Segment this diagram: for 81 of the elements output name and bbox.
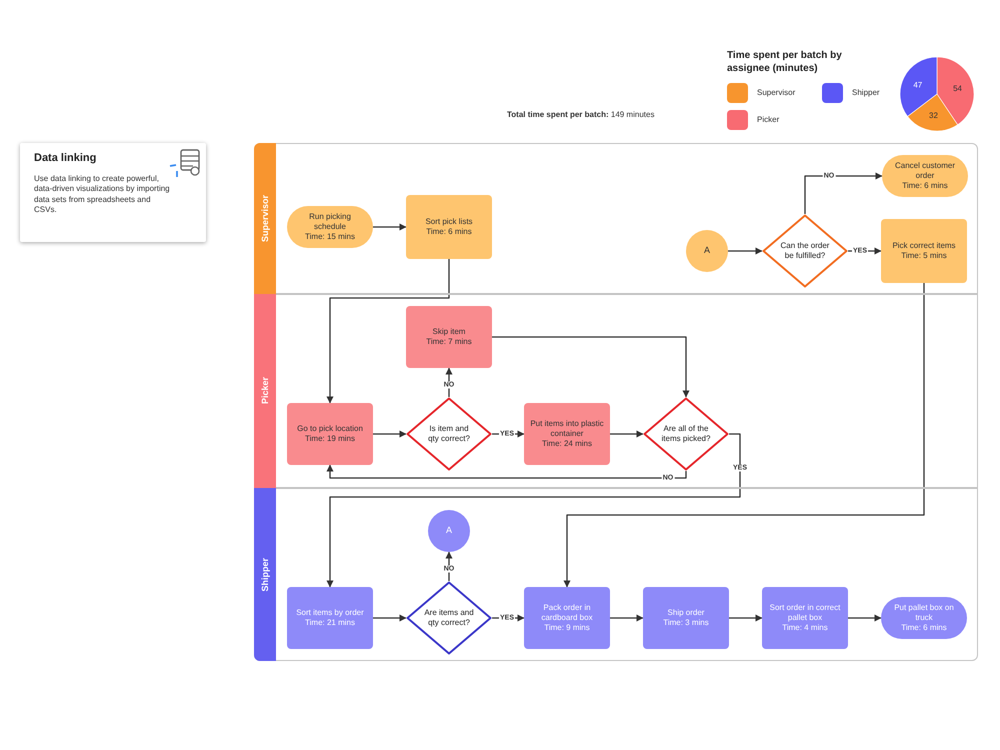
legend-label: Shipper	[852, 88, 880, 97]
arrow	[729, 614, 762, 622]
step-label: Skip item	[432, 327, 466, 337]
process-box	[406, 306, 492, 368]
duration-label: Time: 24 mins	[542, 439, 592, 449]
step-label: Pick correct items	[892, 241, 956, 251]
duration-label: Time: 15 mins	[305, 232, 355, 242]
decision-label: Is item and qty correct?	[427, 424, 471, 444]
arrow	[492, 336, 690, 398]
arrow	[446, 552, 452, 581]
process-box	[643, 587, 729, 649]
step-label: Put items into plastic container	[529, 419, 605, 439]
connector-circle	[686, 230, 728, 272]
swimlane	[254, 294, 978, 488]
connector-label: A	[704, 245, 710, 257]
arrow	[373, 614, 406, 622]
duration-label: Time: 6 mins	[901, 623, 947, 633]
step-label: Ship order	[668, 608, 704, 618]
decision-label: Are items and qty correct?	[424, 608, 474, 628]
step-label: Sort order in correct pallet box	[768, 603, 842, 623]
step-label: Pack order in cardboard box	[540, 603, 594, 623]
summary-text: Total time spent per batch: 149 minutes	[507, 110, 654, 119]
note-text: Use data linking to create powerful, data-driven visualizations by importing data sets from spreadsheets and CSVs.	[34, 174, 171, 216]
decision-label: Are all of the items picked?	[661, 424, 711, 444]
lane-header: Shipper	[254, 488, 276, 661]
duration-label: Time: 21 mins	[305, 618, 355, 628]
terminator-box	[287, 206, 373, 248]
lane-header: Picker	[254, 294, 276, 488]
note-heading: Data linking	[34, 152, 96, 164]
process-box	[524, 587, 610, 649]
process-box	[287, 403, 373, 465]
process-box	[524, 403, 610, 465]
arrow	[610, 614, 644, 622]
step-label: Cancel customer order	[894, 161, 956, 181]
arrow	[804, 172, 882, 214]
duration-label: Time: 3 mins	[663, 618, 709, 628]
step-label: Put pallet box on truck	[893, 603, 955, 623]
duration-label: Time: 5 mins	[901, 251, 947, 261]
process-box	[762, 587, 848, 649]
step-label: Run picking schedule	[308, 212, 352, 232]
arrow	[326, 433, 741, 588]
duration-label: Time: 7 mins	[426, 337, 472, 347]
arrow	[610, 430, 644, 438]
legend-label: Picker	[757, 115, 780, 124]
swimlane	[254, 143, 978, 294]
connector-circle	[428, 510, 470, 552]
arrow	[373, 224, 406, 230]
duration-label: Time: 6 mins	[902, 181, 948, 191]
arrow	[326, 464, 687, 479]
lane-header: Supervisor	[254, 143, 276, 294]
swimlane	[254, 488, 978, 661]
note-card	[20, 143, 206, 242]
slice-value-label: 54	[953, 84, 962, 93]
decision-diamond	[643, 397, 729, 471]
arrow	[848, 614, 882, 622]
process-box	[287, 587, 373, 649]
legend-label: Supervisor	[757, 88, 796, 97]
arrow	[728, 248, 762, 254]
slice-value-label: 32	[929, 111, 938, 120]
decision-diamond	[406, 397, 492, 471]
process-box	[406, 195, 492, 259]
decision-diamond	[406, 581, 492, 655]
step-label: Sort pick lists	[425, 217, 473, 227]
chart-title: Time spent per batch by assignee (minutes)	[727, 50, 843, 75]
decision-label: Can the order be fulfilled?	[780, 241, 830, 261]
process-box	[881, 219, 967, 283]
connector-label: A	[446, 525, 452, 537]
decision-diamond	[762, 214, 848, 288]
arrow	[326, 259, 450, 404]
duration-label: Time: 6 mins	[426, 227, 472, 237]
arrow	[373, 430, 406, 438]
duration-label: Time: 4 mins	[782, 623, 828, 633]
step-label: Sort items by order	[296, 608, 364, 618]
step-label: Go to pick location	[297, 424, 363, 434]
terminator-box	[881, 597, 967, 639]
slice-value-label: 47	[913, 80, 922, 90]
arrow	[446, 368, 452, 397]
arrow	[564, 283, 925, 588]
terminator-box	[882, 155, 968, 197]
duration-label: Time: 19 mins	[305, 434, 355, 444]
duration-label: Time: 9 mins	[544, 623, 590, 633]
